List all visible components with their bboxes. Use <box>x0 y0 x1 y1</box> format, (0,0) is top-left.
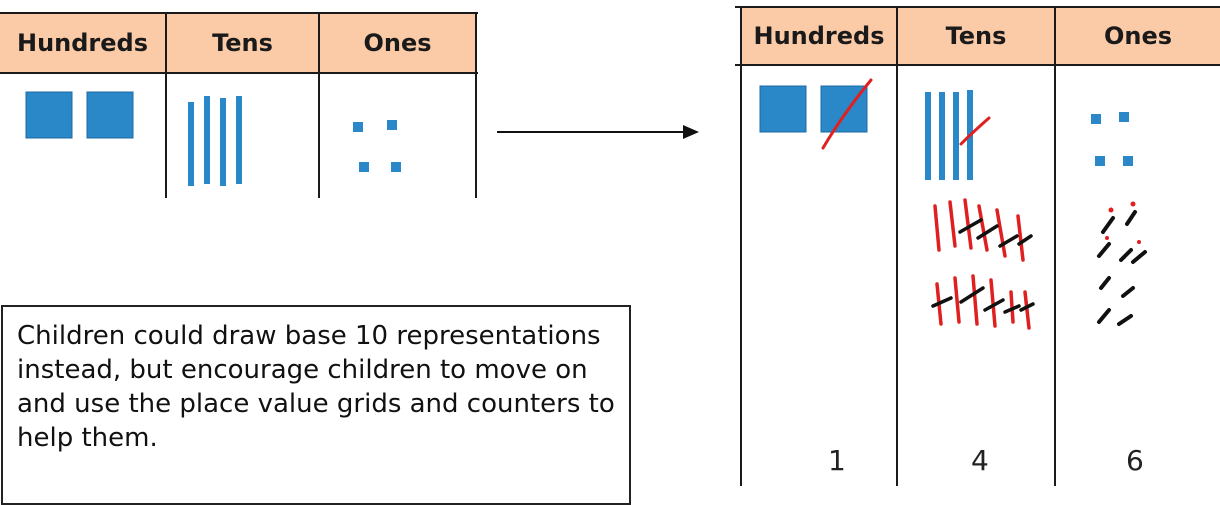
exchange-cross-hundred <box>821 78 873 150</box>
right-grid-left-border <box>740 6 742 486</box>
left-place-value-grid: Hundreds Tens Ones <box>0 0 480 200</box>
ten-rod-4 <box>236 96 242 184</box>
right-grid-col-divider-2 <box>1054 8 1056 486</box>
right-grid-header-divider <box>735 64 1220 66</box>
digit-tens: 4 <box>971 444 989 477</box>
teaching-note: Children could draw base 10 representati… <box>1 305 631 505</box>
right-grid-top-border <box>735 6 1220 8</box>
right-place-value-grid: Hundreds Tens Ones <box>735 0 1220 486</box>
left-header-ones: Ones <box>320 14 475 72</box>
one-cube-3 <box>359 162 369 172</box>
left-grid-col-divider-2 <box>318 14 320 198</box>
left-grid-col-divider-1 <box>165 14 167 198</box>
ten-rod-1 <box>925 92 931 180</box>
one-cube-4 <box>1123 156 1133 166</box>
right-header-tens: Tens <box>898 8 1054 64</box>
drawn-tens-strokes <box>931 198 1035 330</box>
one-cube-4 <box>391 162 401 172</box>
right-grid-col-divider-1 <box>896 8 898 486</box>
left-grid-blocks <box>25 91 401 186</box>
left-grid-header-divider <box>0 72 478 74</box>
right-grid-drawings <box>759 78 1147 330</box>
one-cube-1 <box>353 122 363 132</box>
ten-rod-3 <box>220 98 226 186</box>
drawn-ones-strokes <box>1097 210 1147 326</box>
digit-ones: 6 <box>1126 444 1144 477</box>
exchange-cross-ten <box>959 116 991 146</box>
hundred-flat-1 <box>759 85 807 133</box>
one-cube-3 <box>1095 156 1105 166</box>
ten-rod-3 <box>953 92 959 180</box>
arrow-right-icon <box>497 125 699 139</box>
hundred-flat-1 <box>25 91 73 139</box>
left-header-hundreds: Hundreds <box>0 14 165 72</box>
ten-rod-1 <box>188 102 194 186</box>
right-header-ones: Ones <box>1056 8 1220 64</box>
one-cube-2 <box>387 120 397 130</box>
ten-rod-2 <box>204 96 210 184</box>
one-cube-1 <box>1091 114 1101 124</box>
ten-rod-2 <box>939 92 945 180</box>
digit-hundreds: 1 <box>828 444 846 477</box>
one-cube-2 <box>1119 112 1129 122</box>
right-header-hundreds: Hundreds <box>742 8 896 64</box>
hundred-flat-2 <box>86 91 134 139</box>
left-grid-top-border <box>0 12 478 14</box>
drawn-ones-dots <box>1105 201 1141 244</box>
left-grid-right-border <box>475 14 477 198</box>
left-header-tens: Tens <box>167 14 318 72</box>
teaching-note-text: Children could draw base 10 representati… <box>17 321 615 453</box>
